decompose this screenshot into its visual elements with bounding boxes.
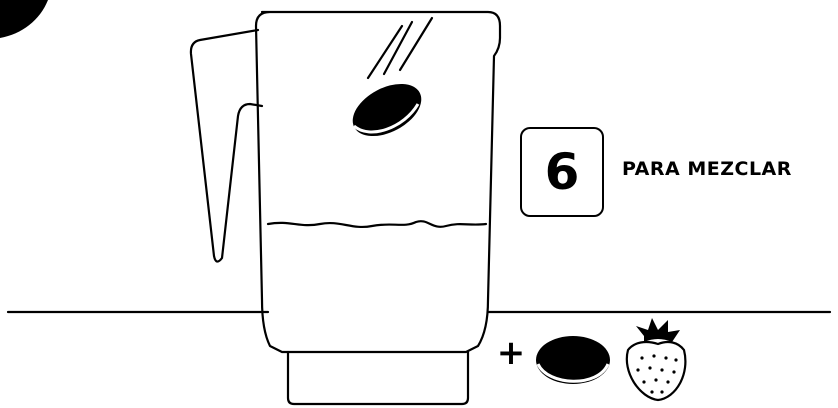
- plus-sign: +: [496, 333, 526, 373]
- motion-line: [366, 24, 404, 80]
- step-number-box: 6: [520, 127, 604, 217]
- blender-base: [286, 350, 470, 406]
- motion-line: [398, 16, 434, 72]
- step-label: PARA MEZCLAR: [622, 158, 792, 180]
- strawberry-icon: [625, 318, 687, 402]
- step-number: 6: [544, 143, 580, 201]
- falling-cookie-icon: [352, 83, 422, 137]
- step-badge-corner: [0, 0, 48, 38]
- motion-line: [382, 20, 414, 76]
- blender-handle: [189, 28, 264, 263]
- liquid-line: [266, 220, 488, 228]
- cookie-icon: [536, 336, 610, 384]
- blender-jar: [254, 10, 502, 354]
